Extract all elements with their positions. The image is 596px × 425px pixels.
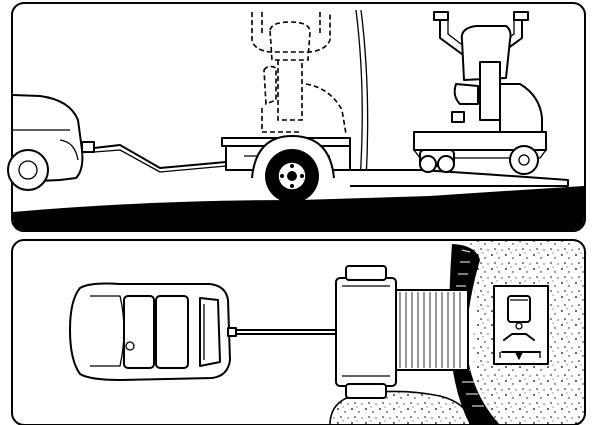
tow-vehicle-cabin [123, 295, 155, 369]
ground [13, 186, 584, 230]
gravel-patch [329, 390, 471, 425]
tow-vehicle-top [69, 282, 237, 381]
mower-top-seat [507, 295, 531, 323]
mower-front-wheel [419, 155, 437, 173]
tow-vehicle-side [7, 94, 95, 191]
loading-ramp [350, 169, 569, 188]
side-view-panel [7, 2, 586, 232]
mower-rear-wheel [509, 145, 539, 175]
mower-top: ▼ [493, 285, 549, 365]
top-view-panel: ▼ [69, 240, 585, 425]
mower-on-trailer-ghost [251, 12, 347, 135]
trailer-tongue-top [235, 329, 337, 335]
trailer-side [221, 135, 351, 203]
hitch [81, 141, 95, 153]
hitch-top [227, 327, 237, 337]
trailer-top [335, 265, 469, 399]
ramp-marker-symbol: ▼ [515, 351, 523, 362]
mower-side [413, 11, 547, 175]
loading-ramp-top [395, 289, 469, 371]
tow-vehicle-wheel [7, 149, 49, 191]
trailer-tongue [93, 144, 227, 169]
trailer-bed [335, 277, 397, 387]
trailer-fender-top [345, 265, 387, 281]
mower-top-handle [503, 333, 535, 341]
top-view-frame [11, 239, 586, 425]
side-view-frame [11, 2, 586, 232]
tie-strap [355, 9, 363, 181]
